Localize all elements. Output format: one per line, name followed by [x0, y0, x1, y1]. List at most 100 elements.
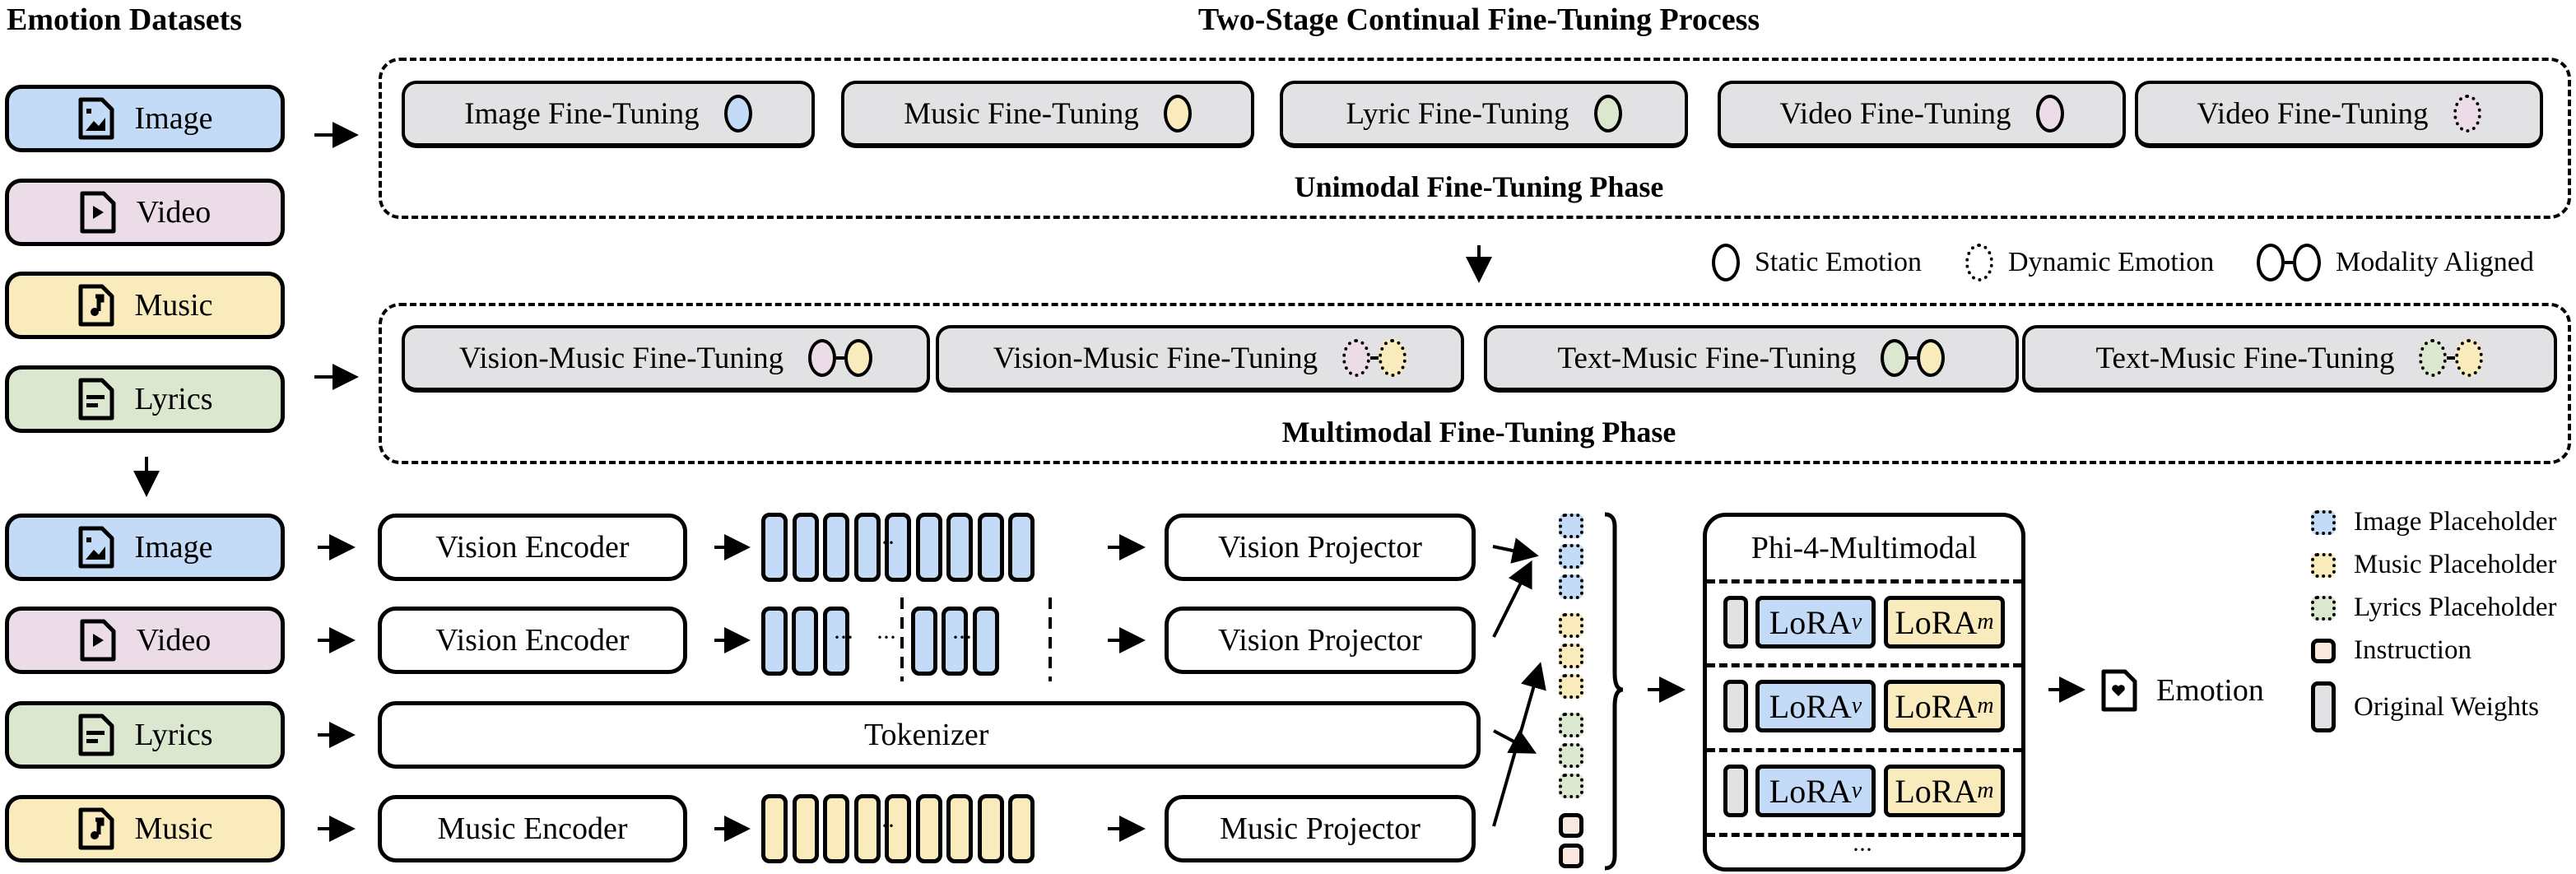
- video-file-icon: [80, 619, 116, 662]
- music-encoder[interactable]: Music Encoder: [378, 795, 687, 862]
- unimodal-item-lyric[interactable]: Lyric Fine-Tuning: [1280, 81, 1688, 148]
- dynamic-emotion-icon: [1965, 244, 1993, 281]
- lora-subscript: v: [1851, 778, 1862, 803]
- input-music[interactable]: Music: [5, 795, 285, 862]
- lora-label: LoRA: [1769, 772, 1852, 810]
- vision-projector-video[interactable]: Vision Projector: [1165, 607, 1476, 674]
- text-file-icon: [78, 378, 114, 421]
- legend-label: Image Placeholder: [2354, 507, 2557, 537]
- legend-label: Music Placeholder: [2354, 550, 2557, 579]
- feature-token: [792, 513, 819, 582]
- feature-token: [823, 513, 849, 582]
- placeholder-token: [1559, 774, 1583, 798]
- vision-encoder-image[interactable]: Vision Encoder: [378, 514, 687, 581]
- legend-lyrics-placeholder: Lyrics Placeholder: [2311, 593, 2557, 623]
- unimodal-item-music[interactable]: Music Fine-Tuning: [841, 81, 1254, 148]
- multimodal-item-vision-music-dynamic[interactable]: Vision-Music Fine-Tuning: [936, 325, 1464, 393]
- tokenizer[interactable]: Tokenizer: [378, 701, 1481, 769]
- lora-label: LoRA: [1895, 687, 1978, 725]
- fine-tuning-label: Vision-Music Fine-Tuning: [993, 341, 1318, 375]
- model-title: Phi-4-Multimodal: [1751, 531, 1978, 565]
- lyrics-placeholder-icon: [2311, 595, 2336, 621]
- arrow-lyrics-tokens: [1493, 729, 1537, 754]
- feature-token: [885, 513, 911, 582]
- original-weights-block: [1723, 596, 1748, 649]
- layer-divider: [1707, 579, 2021, 583]
- feature-token: [911, 607, 937, 676]
- modality-aligned-icon: [2257, 244, 2321, 281]
- input-video[interactable]: Video: [5, 607, 285, 674]
- multimodal-phase-region: [379, 303, 2571, 464]
- placeholder-token: [1559, 544, 1583, 569]
- lora-subscript: v: [1851, 693, 1862, 718]
- original-weights-block: [1723, 765, 1748, 817]
- unimodal-item-image[interactable]: Image Fine-Tuning: [402, 81, 815, 148]
- feature-token: [823, 607, 849, 676]
- process-title: Two-Stage Continual Fine-Tuning Process: [1197, 2, 1760, 37]
- instruction-token: [1559, 844, 1583, 868]
- fine-tuning-label: Video Fine-Tuning: [1779, 96, 2011, 131]
- multimodal-item-text-music-static[interactable]: Text-Music Fine-Tuning: [1484, 325, 2019, 393]
- text-file-icon: [78, 714, 114, 756]
- dataset-video[interactable]: Video: [5, 179, 285, 246]
- dataset-label: Video: [136, 195, 212, 230]
- feature-token: [761, 607, 788, 676]
- vision-encoder-video[interactable]: Vision Encoder: [378, 607, 687, 674]
- unimodal-phase-region: [379, 58, 2571, 219]
- feature-token: [1008, 794, 1035, 863]
- music-placeholder-icon: [2311, 552, 2336, 578]
- placeholder-token: [1559, 613, 1583, 638]
- instruction-token: [1559, 813, 1583, 838]
- static-emotion-marker-icon: [1593, 95, 1622, 132]
- music-file-icon: [78, 807, 114, 850]
- legend-original-weights: Original Weights: [2311, 681, 2539, 732]
- feature-token: [946, 513, 973, 582]
- lora-subscript: m: [1977, 778, 1994, 803]
- dynamic-aligned-marker-icon: [1342, 339, 1407, 377]
- multimodal-item-vision-music-static[interactable]: Vision-Music Fine-Tuning: [402, 325, 930, 393]
- layer-divider: [1707, 748, 2021, 752]
- unimodal-item-video-static[interactable]: Video Fine-Tuning: [1718, 81, 2126, 148]
- legend-label: Dynamic Emotion: [2008, 247, 2215, 277]
- music-projector[interactable]: Music Projector: [1165, 795, 1476, 862]
- multimodal-item-text-music-dynamic[interactable]: Text-Music Fine-Tuning: [2022, 325, 2557, 393]
- unimodal-item-video-dynamic[interactable]: Video Fine-Tuning: [2135, 81, 2543, 148]
- lora-label: LoRA: [1895, 603, 1978, 641]
- vision-projector-image[interactable]: Vision Projector: [1165, 514, 1476, 581]
- static-emotion-icon: [1712, 244, 1740, 281]
- image-placeholder-icon: [2311, 509, 2336, 535]
- lora-label: LoRA: [1769, 603, 1852, 641]
- feature-token: [885, 794, 911, 863]
- arrow-music-tokens: [1492, 662, 1546, 827]
- ellipsis: ···: [876, 624, 897, 651]
- feature-token: [973, 607, 999, 676]
- input-image[interactable]: Image: [5, 514, 285, 581]
- fine-tuning-label: Music Fine-Tuning: [904, 96, 1139, 131]
- emotion-label: Emotion: [2156, 673, 2264, 708]
- input-lyrics[interactable]: Lyrics: [5, 701, 285, 769]
- layer-divider: [1707, 833, 2021, 837]
- feature-token: [792, 607, 818, 676]
- emotion-output: Emotion: [2100, 668, 2264, 713]
- placeholder-token: [1559, 713, 1583, 737]
- feature-token: [977, 513, 1004, 582]
- feature-token: [792, 794, 819, 863]
- more-layers-ellipsis: ···: [1852, 836, 1873, 863]
- feature-token: [946, 794, 973, 863]
- dataset-lyrics[interactable]: Lyrics: [5, 365, 285, 433]
- dataset-image[interactable]: Image: [5, 85, 285, 152]
- legend-label: Instruction: [2354, 635, 2471, 665]
- legend-static-emotion: Static Emotion: [1712, 244, 1922, 281]
- ellipsis: ···: [833, 624, 854, 651]
- dataset-music[interactable]: Music: [5, 272, 285, 339]
- placeholder-token: [1559, 514, 1583, 538]
- legend-label: Lyrics Placeholder: [2354, 593, 2557, 622]
- lora-subscript: m: [1977, 609, 1994, 635]
- layer-divider: [1707, 663, 2021, 667]
